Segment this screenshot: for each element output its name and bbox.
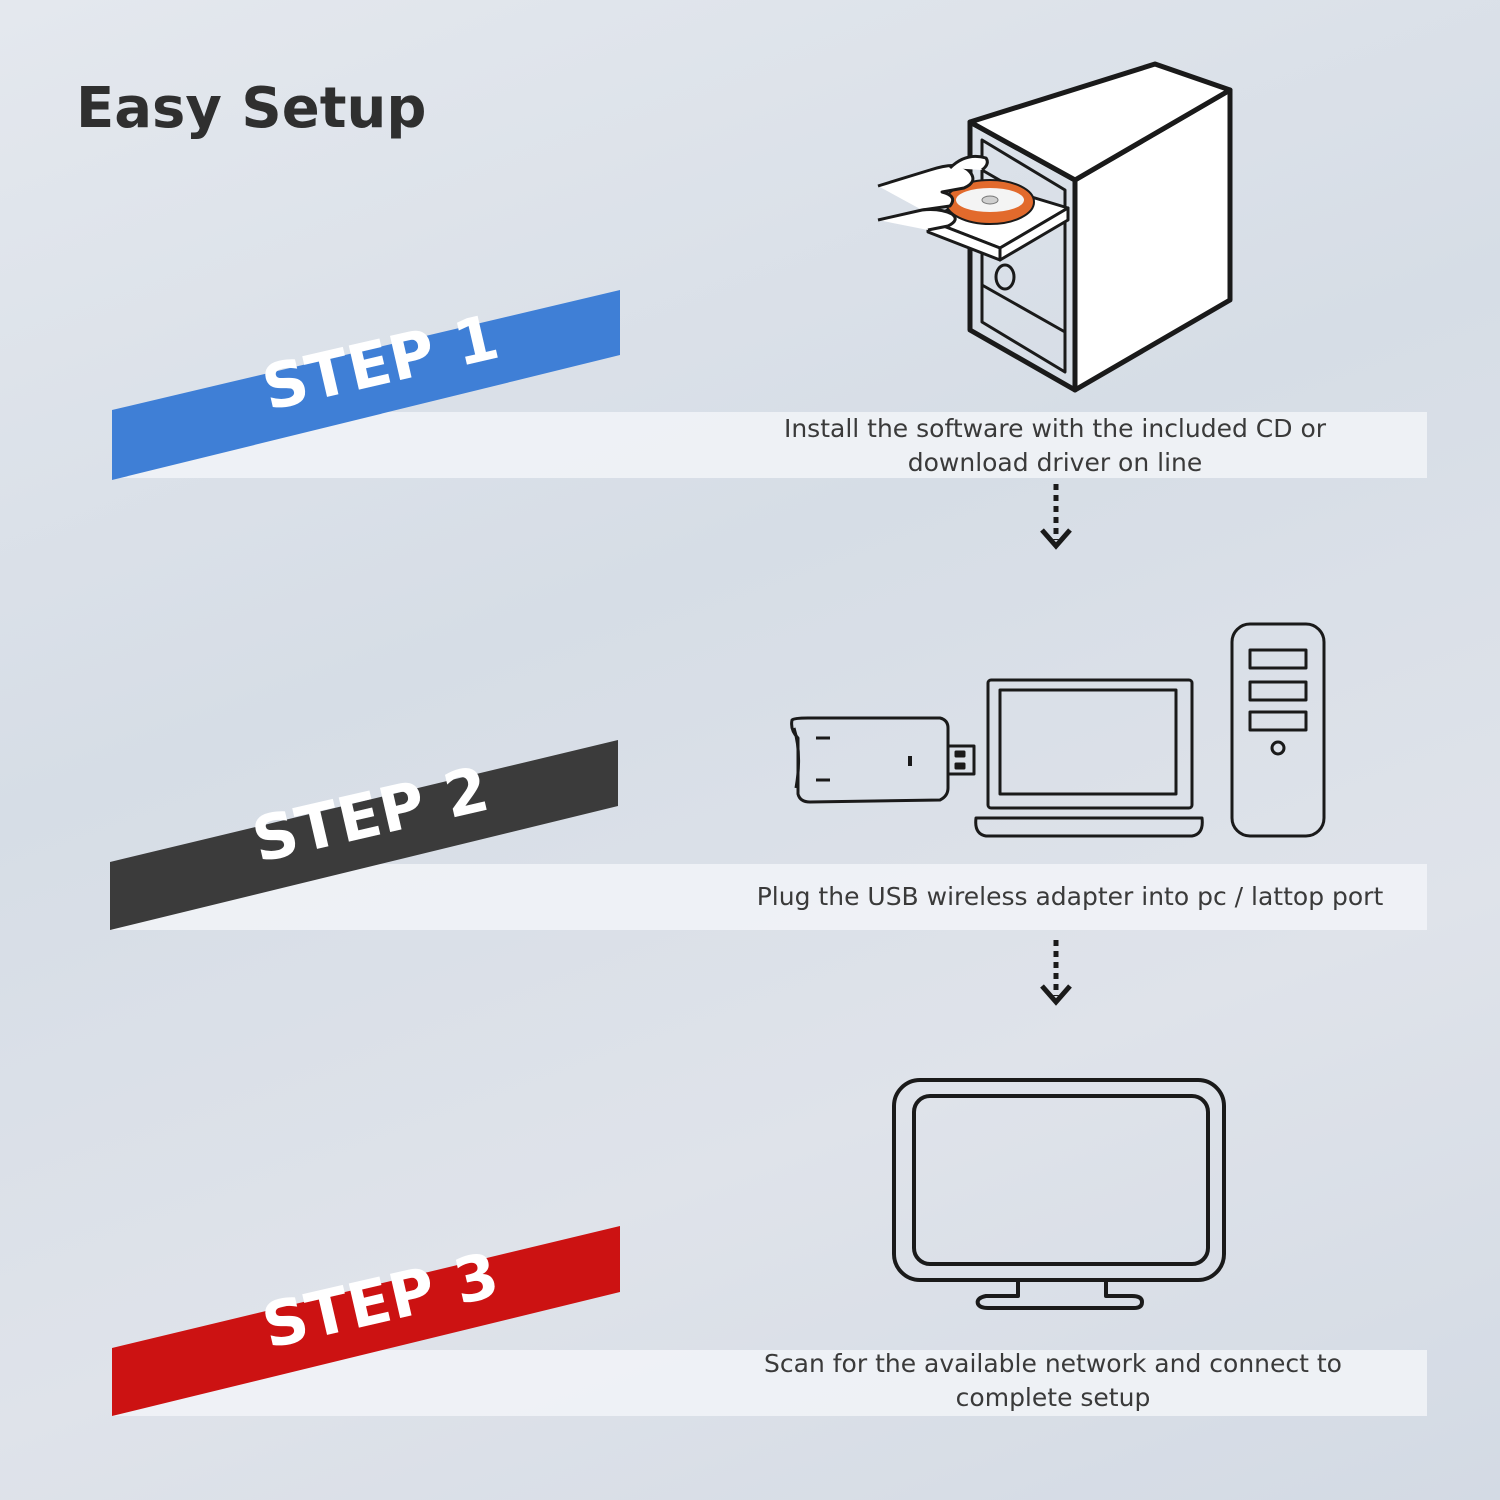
step-2-caption: Plug the USB wireless adapter into pc / … [740,880,1400,914]
page-title: Easy Setup [76,76,427,141]
step-3-label: STEP 3 [255,1238,506,1363]
step-1-caption: Install the software with the included C… [760,412,1350,480]
step-3-caption-line-2: complete setup [955,1383,1151,1412]
step-3-caption-line-1: Scan for the available network and conne… [764,1349,1342,1378]
step-1-caption-line-1: Install the software with the included C… [783,414,1327,443]
step-2-caption-line-1: Plug the USB wireless adapter into pc / … [756,882,1384,911]
step-1-label: STEP 1 [255,300,506,425]
arrow-down-icon [1040,484,1072,550]
step-3-caption: Scan for the available network and conne… [758,1347,1348,1415]
arrow-down-icon [1040,940,1072,1006]
monitor-icon [892,1078,1226,1310]
usb-adapter-laptop-tower-icon [790,622,1326,838]
step-1-caption-line-2: download driver on line [907,448,1203,477]
pc-tower-cd-icon [877,61,1233,393]
step-2-label: STEP 2 [245,752,496,877]
